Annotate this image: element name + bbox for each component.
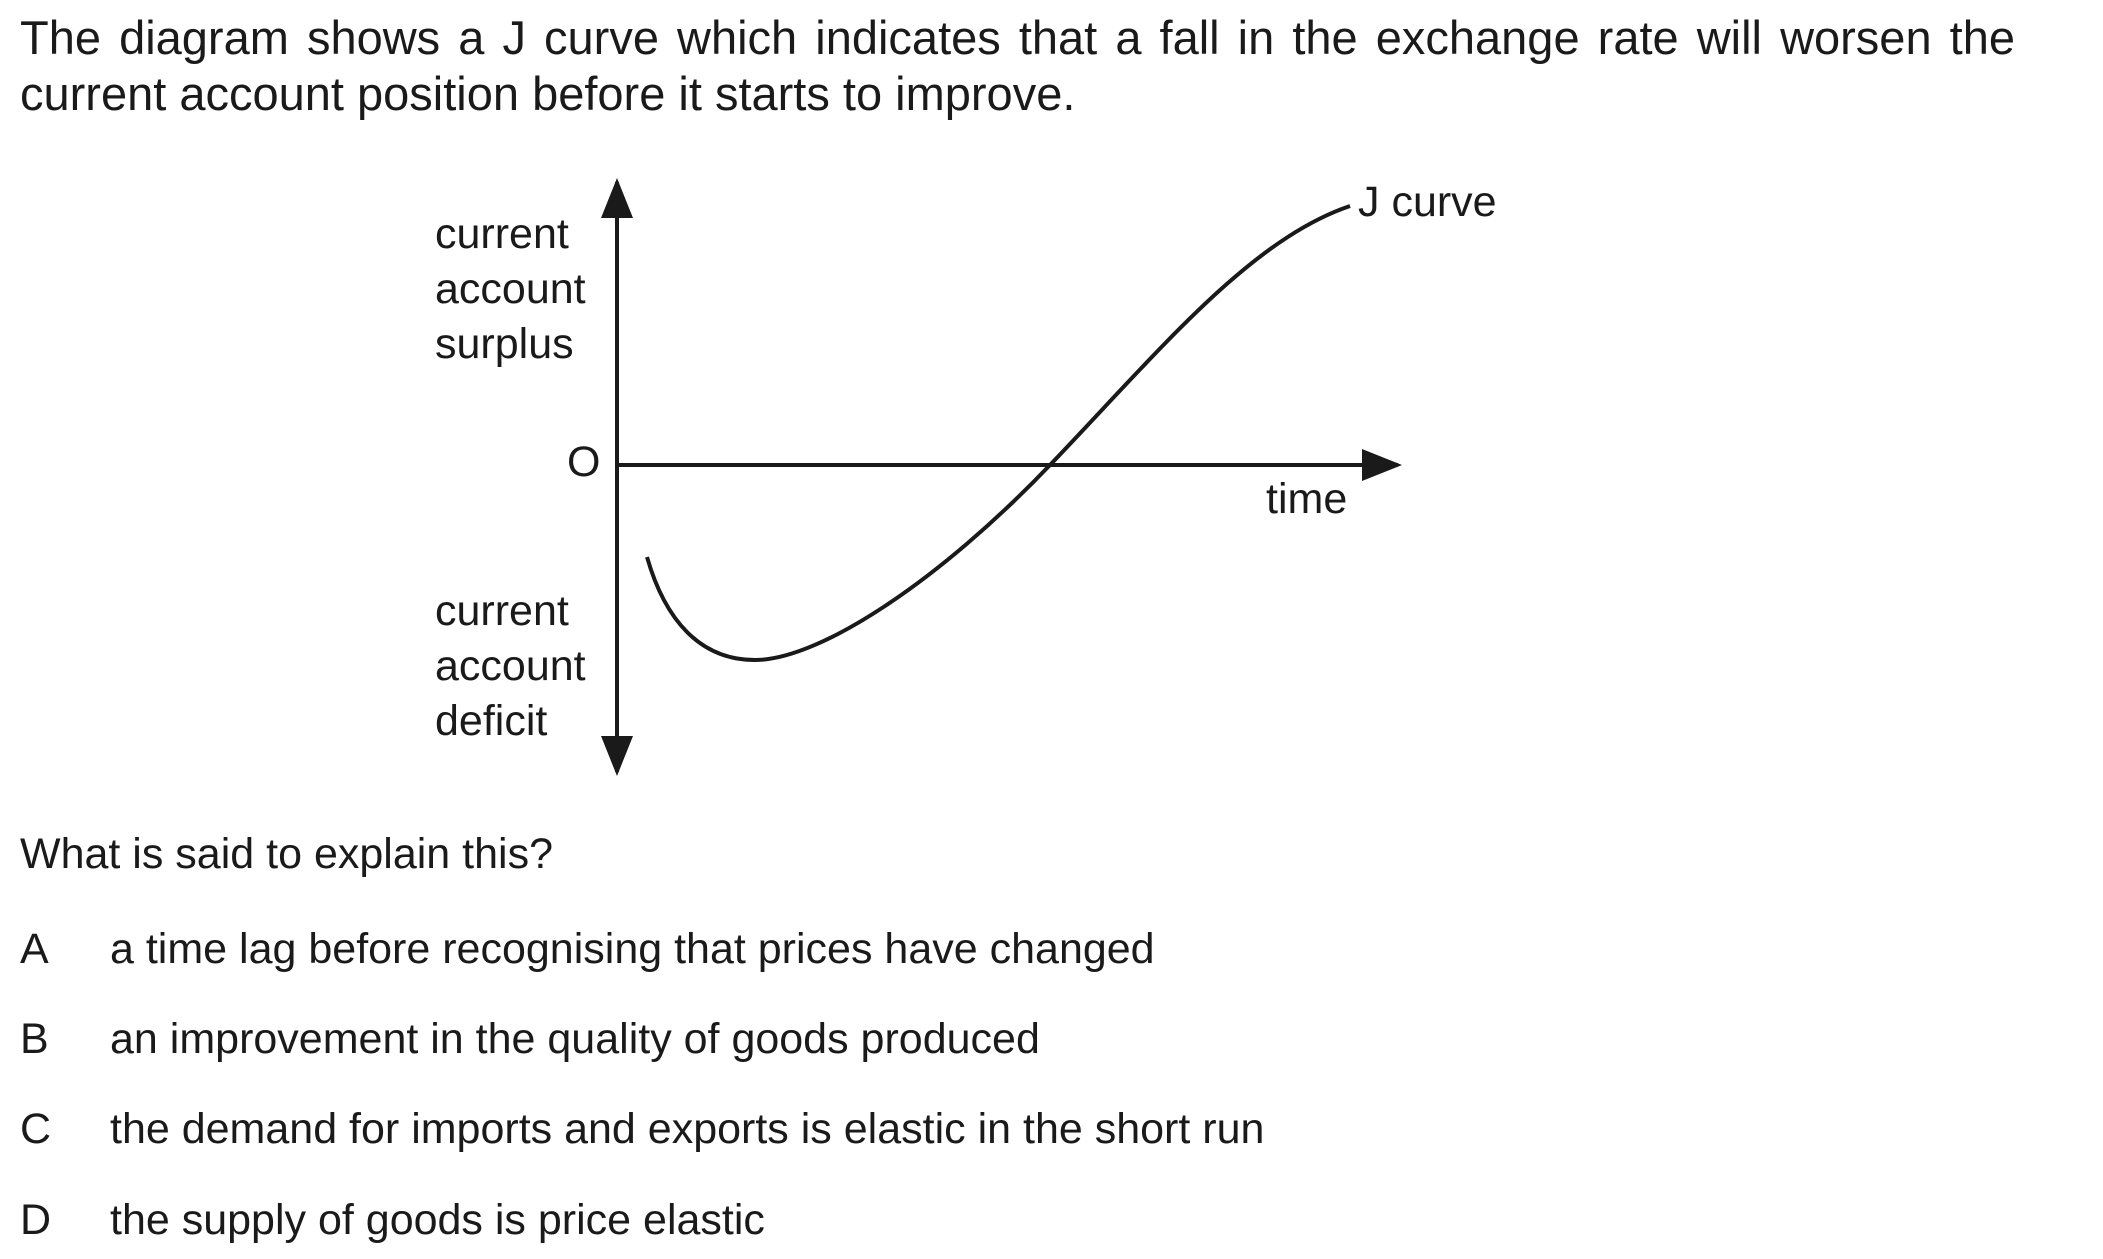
option-c[interactable]: C the demand for imports and exports is … [20, 1105, 1264, 1161]
option-text: a time lag before recognising that price… [110, 925, 1155, 973]
y-axis-bottom-label: current account deficit [435, 587, 586, 745]
option-letter: A [20, 925, 49, 973]
curve-label: J curve [1358, 178, 1497, 226]
y-axis-top-label: current account surplus [435, 210, 586, 368]
option-text: an improvement in the quality of goods p… [110, 1015, 1040, 1063]
j-curve [645, 204, 1351, 663]
option-letter: B [20, 1015, 49, 1063]
question-prompt: What is said to explain this? [20, 830, 553, 878]
option-a[interactable]: A a time lag before recognising that pri… [20, 925, 1155, 981]
y-axis-top-label-line: surplus [435, 320, 574, 368]
intro-line-2: current account position before it start… [20, 67, 1076, 120]
option-b[interactable]: B an improvement in the quality of goods… [20, 1015, 1040, 1071]
x-axis-label: time [1266, 475, 1347, 523]
origin-label: O [567, 438, 600, 486]
option-letter: C [20, 1105, 52, 1153]
option-d[interactable]: D the supply of goods is price elastic [20, 1196, 765, 1252]
y-axis-bottom-label-line: current [435, 587, 569, 635]
option-text: the supply of goods is price elastic [110, 1196, 765, 1244]
intro-line-1: The diagram shows a J curve which indica… [20, 11, 2015, 64]
option-letter: D [20, 1196, 52, 1244]
question-intro: The diagram shows a J curve which indica… [20, 10, 2015, 122]
y-axis-bottom-label-line: account [435, 642, 586, 690]
y-axis-bottom-label-line: deficit [435, 697, 547, 745]
y-axis-top-label-line: current [435, 210, 569, 258]
y-axis-top-label-line: account [435, 265, 586, 313]
option-text: the demand for imports and exports is el… [110, 1105, 1265, 1153]
